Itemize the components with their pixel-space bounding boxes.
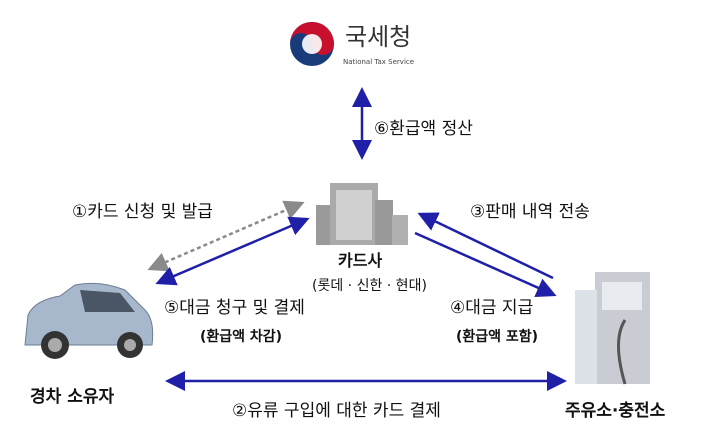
arrow-step3 bbox=[417, 212, 554, 280]
car-icon bbox=[24, 282, 154, 359]
step4-label: ④대금 지급 bbox=[450, 298, 534, 318]
card-company-sub: (롯데 · 신한 · 현대) bbox=[312, 278, 427, 294]
gas-pump-icon bbox=[575, 272, 650, 385]
step5-label: ⑤대금 청구 및 결제 bbox=[164, 298, 305, 318]
step1-label: ①카드 신청 및 발급 bbox=[72, 202, 213, 222]
logo-name-en: National Tax Service bbox=[343, 58, 415, 66]
step5-sub: (환급액 차감) bbox=[200, 329, 283, 345]
step4-sub: (환급액 포함) bbox=[456, 329, 539, 345]
arrow-step4 bbox=[414, 231, 557, 298]
car-owner-label: 경차 소유자 bbox=[30, 387, 115, 407]
gas-station-label: 주유소·충전소 bbox=[565, 401, 666, 421]
step3-label: ③판매 내역 전송 bbox=[470, 202, 590, 222]
card-company-building-icon bbox=[316, 183, 408, 245]
card-company-label: 카드사 bbox=[338, 251, 383, 270]
step6-label: ⑥환급액 정산 bbox=[374, 119, 473, 139]
logo-name-ko: 국세청 bbox=[345, 23, 412, 51]
nts-logo-icon bbox=[290, 22, 334, 66]
step2-label: ②유류 구입에 대한 카드 결제 bbox=[232, 401, 441, 421]
arrow-step5 bbox=[155, 216, 310, 286]
